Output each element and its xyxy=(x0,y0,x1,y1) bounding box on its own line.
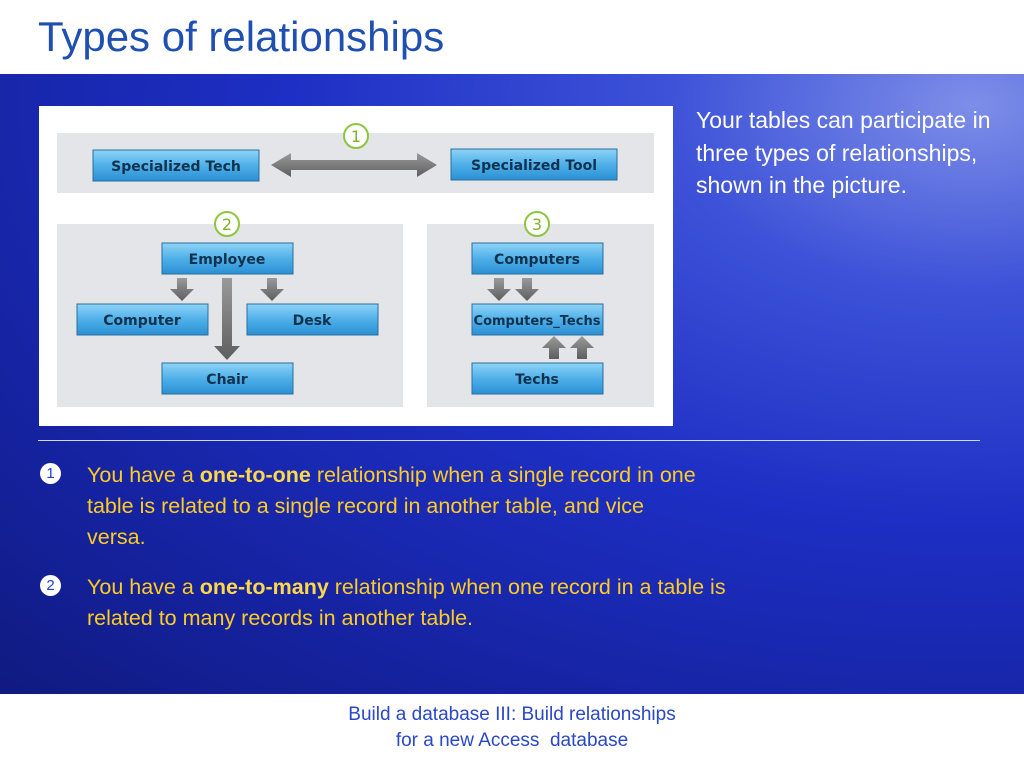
table-employee: Employee xyxy=(161,242,294,275)
term-one-to-one: one-to-one xyxy=(199,463,311,487)
svg-text:3: 3 xyxy=(532,215,542,234)
arrow-down-icon xyxy=(170,278,194,301)
svg-text:2: 2 xyxy=(222,215,232,234)
svg-text:Computer: Computer xyxy=(103,313,181,329)
arrow-up-icon xyxy=(542,336,566,359)
slide-title: Types of relationships xyxy=(38,13,445,60)
marker-3: 3 xyxy=(524,211,550,237)
svg-text:Computers: Computers xyxy=(494,252,580,268)
table-computer: Computer xyxy=(76,303,209,336)
svg-text:Computers_Techs: Computers_Techs xyxy=(474,314,601,329)
table-computers-techs: Computers_Techs xyxy=(471,303,604,336)
svg-text:Specialized Tech: Specialized Tech xyxy=(111,159,241,175)
table-desk: Desk xyxy=(246,303,379,336)
double-arrow-icon xyxy=(271,153,437,177)
arrow-down-icon xyxy=(487,278,511,301)
arrow-down-long-icon xyxy=(214,278,240,360)
svg-text:Chair: Chair xyxy=(206,372,247,388)
svg-text:Employee: Employee xyxy=(189,252,266,268)
svg-text:Techs: Techs xyxy=(515,372,559,388)
footer-line-2: for a new Access database xyxy=(395,729,629,751)
table-computers: Computers xyxy=(471,242,604,275)
arrow-down-icon xyxy=(260,278,284,301)
slide-footer: Build a database III: Build relationship… xyxy=(0,702,1024,753)
bullet-one-to-one: 1 You have a one-to-one relationship whe… xyxy=(40,460,730,560)
relationship-diagram: 1 2 3 Specialized Tech Specialized Tool … xyxy=(39,106,673,426)
bullet-number-2: 2 xyxy=(40,575,61,596)
svg-text:1: 1 xyxy=(351,127,361,146)
table-specialized-tech: Specialized Tech xyxy=(92,149,260,182)
table-chair: Chair xyxy=(161,362,294,395)
arrow-down-icon xyxy=(515,278,539,301)
table-specialized-tool: Specialized Tool xyxy=(450,148,618,181)
divider-line xyxy=(38,440,980,441)
table-techs: Techs xyxy=(471,362,604,395)
bullet-number-1: 1 xyxy=(40,463,61,484)
arrow-up-icon xyxy=(570,336,594,359)
marker-1: 1 xyxy=(343,123,369,149)
svg-text:Desk: Desk xyxy=(293,313,332,329)
bullet-text: You have a one-to-many relationship when… xyxy=(87,575,726,631)
bullet-text: You have a one-to-one relationship when … xyxy=(87,463,696,550)
term-one-to-many: one-to-many xyxy=(199,575,329,599)
marker-2: 2 xyxy=(214,211,240,237)
svg-text:Specialized Tool: Specialized Tool xyxy=(471,158,597,174)
footer-line-1: Build a database III: Build relationship… xyxy=(348,704,676,725)
bullet-one-to-many: 2 You have a one-to-many relationship wh… xyxy=(40,572,730,642)
intro-text: Your tables can participate in three typ… xyxy=(696,107,991,199)
